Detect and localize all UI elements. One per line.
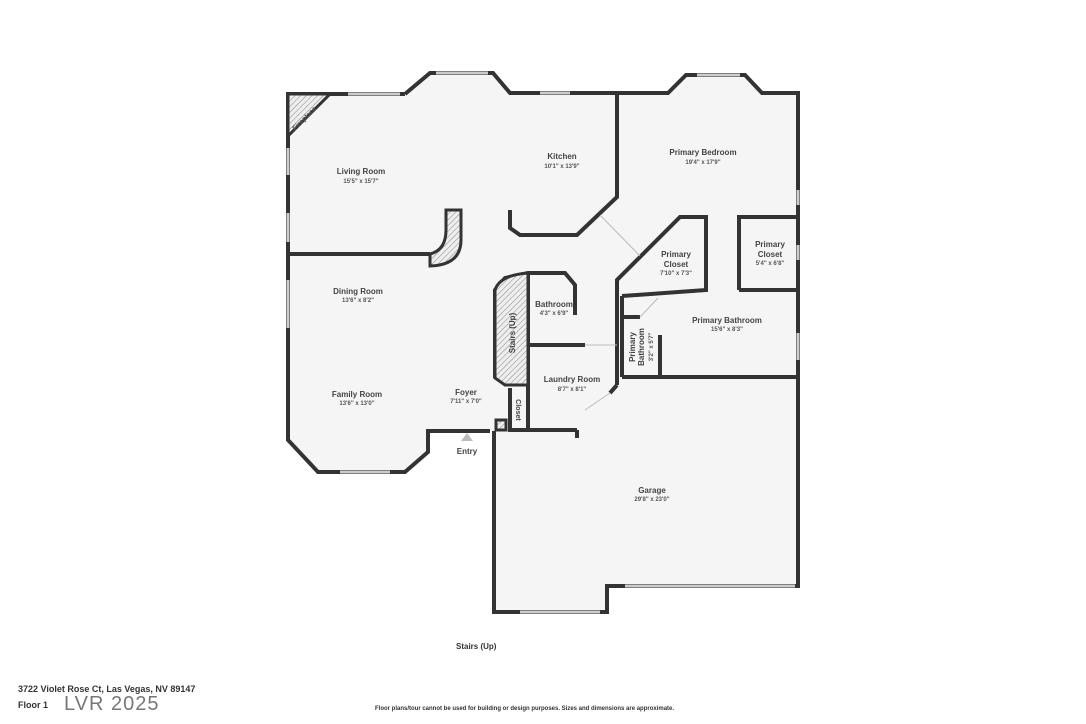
room-labels: Living Room 15'5" x 15'7" Kitchen 10'1" x … [332, 148, 786, 503]
disclaimer: Floor plans/tour cannot be used for buil… [375, 706, 675, 712]
floor-label: Floor 1 [18, 700, 49, 710]
svg-text:13'6" x 8'2": 13'6" x 8'2" [342, 298, 374, 304]
svg-text:13'6" x 13'0": 13'6" x 13'0" [339, 401, 374, 407]
svg-text:Closet: Closet [758, 250, 783, 259]
svg-text:Bathroom: Bathroom [535, 300, 573, 309]
interior-walls [288, 93, 798, 438]
stairs-note: Stairs (Up) [456, 642, 497, 651]
primary-bathroom-small-dim: 3'2" x 5'7" [649, 333, 655, 362]
svg-text:7'10" x 7'3": 7'10" x 7'3" [660, 271, 692, 277]
watermark: LVR 2025 [64, 693, 160, 715]
svg-text:Closet: Closet [664, 260, 689, 269]
svg-text:8'7" x 8'1": 8'7" x 8'1" [558, 387, 587, 393]
entry-arrow-icon [461, 433, 473, 441]
stairs [493, 271, 530, 387]
svg-text:19'4" x 17'9": 19'4" x 17'9" [685, 160, 720, 166]
primary-bathroom-small-label: Primary Bathroom [628, 328, 646, 366]
svg-text:7'11" x 7'0": 7'11" x 7'0" [450, 399, 482, 405]
svg-text:Garage: Garage [638, 486, 666, 495]
svg-text:Primary: Primary [661, 250, 691, 259]
svg-text:29'8" x 23'0": 29'8" x 23'0" [634, 497, 669, 503]
address: 3722 Violet Rose Ct, Las Vegas, NV 89147 [18, 684, 196, 694]
svg-text:15'6" x 8'3": 15'6" x 8'3" [711, 327, 743, 333]
windows [286, 71, 800, 614]
svg-text:Primary Bedroom: Primary Bedroom [669, 148, 736, 157]
svg-text:4'3" x 6'9": 4'3" x 6'9" [540, 311, 569, 317]
svg-text:Primary: Primary [755, 240, 785, 249]
svg-text:5'4" x 6'8": 5'4" x 6'8" [756, 261, 785, 267]
svg-text:15'5" x 15'7": 15'5" x 15'7" [343, 179, 378, 185]
svg-text:Primary Bathroom: Primary Bathroom [692, 316, 762, 325]
svg-text:Kitchen: Kitchen [547, 152, 576, 161]
svg-text:Living Room: Living Room [337, 167, 385, 176]
svg-text:Laundry Room: Laundry Room [544, 375, 600, 384]
svg-text:Foyer: Foyer [455, 388, 477, 397]
svg-text:Closet: Closet [514, 399, 521, 421]
svg-text:Entry: Entry [457, 447, 478, 456]
house-floor [288, 73, 798, 612]
closet-column [494, 418, 508, 432]
svg-text:10'1" x 13'9": 10'1" x 13'9" [544, 164, 579, 170]
column [428, 208, 463, 268]
svg-text:Dining Room: Dining Room [333, 287, 383, 296]
svg-text:Family Room: Family Room [332, 390, 382, 399]
fireplace [286, 92, 334, 140]
svg-text:Stairs (Up): Stairs (Up) [508, 312, 517, 353]
